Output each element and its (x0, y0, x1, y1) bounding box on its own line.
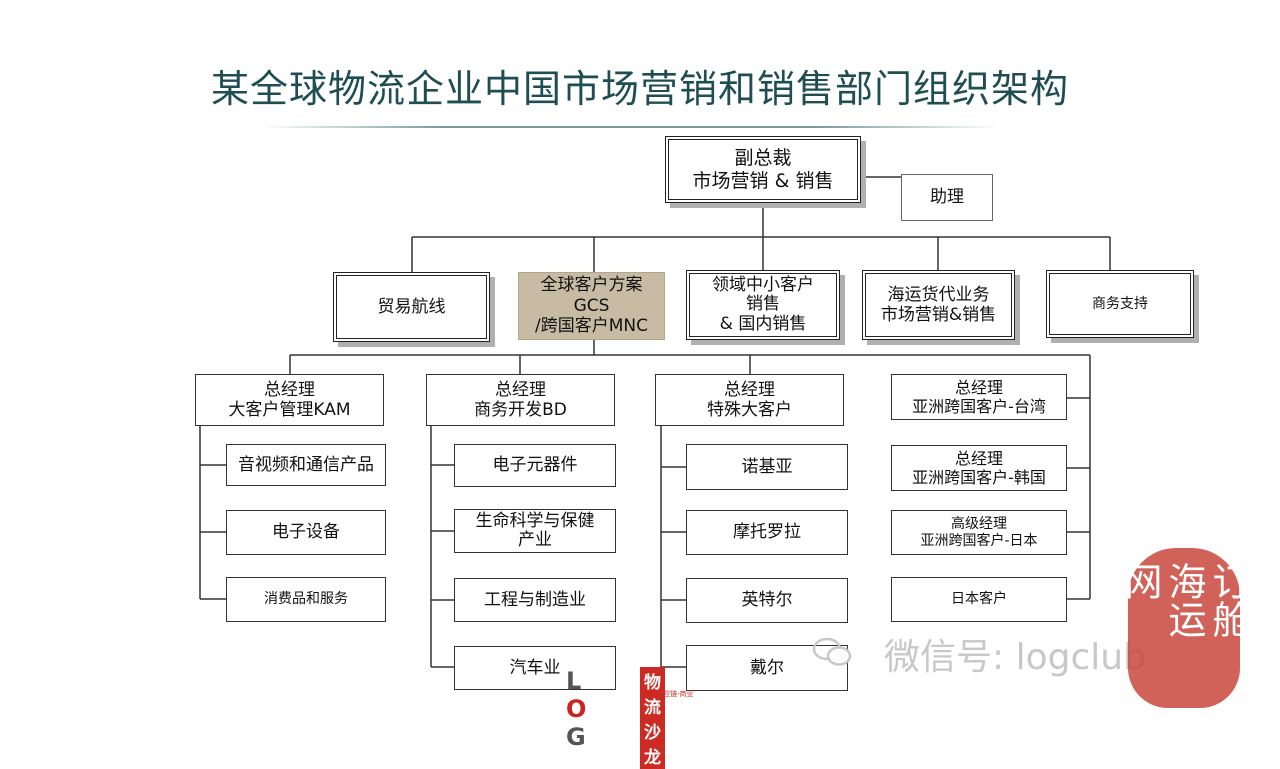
node-special-item: 摩托罗拉 (686, 510, 848, 555)
logo-tagline: 物流·供应链·商业 (640, 690, 694, 698)
node-kam-item-label: 电子设备 (272, 522, 340, 543)
node-gm-bd: 总经理 商务开发BD (426, 374, 615, 426)
node-asia-korea-line2: 亚洲跨国客户-韩国 (912, 468, 1046, 487)
node-special-item: 戴尔 (686, 645, 848, 691)
node-forwarding-line1: 海运货代业务 (887, 284, 990, 305)
node-gm-special-line2: 特殊大客户 (707, 400, 792, 420)
node-assistant-label: 助理 (930, 187, 964, 208)
logo-letter-l: L (566, 667, 583, 695)
node-asia-japan-line2: 亚洲跨国客户-日本 (920, 532, 1038, 549)
logo-cn-text: 物流沙龙 (640, 667, 665, 769)
logo-letter-o: O (566, 695, 588, 723)
seal-column: 海运 (1162, 562, 1206, 708)
node-asia-japan-line1: 高级经理 (951, 515, 1007, 532)
node-asia-taiwan-line2: 亚洲跨国客户-台湾 (912, 397, 1046, 416)
node-bd-item-label: 工程与制造业 (484, 589, 586, 610)
node-special-item-label: 诺基亚 (741, 456, 793, 477)
node-bd-item-label: 生命科学与保健产业 (475, 511, 595, 550)
page-title: 某全球物流企业中国市场营销和销售部门组织架构 (210, 67, 1069, 111)
node-kam-item-label: 消费品和服务 (264, 591, 348, 608)
wechat-id-watermark: 微信号: logclub (884, 637, 1146, 678)
node-gcs-line1: 全球客户方案GCS (540, 275, 643, 316)
node-gm-kam-line2: 大客户管理KAM (228, 400, 351, 420)
node-gcs-mnc: 全球客户方案GCS /跨国客户MNC (518, 272, 665, 340)
node-bd-item-label: 汽车业 (509, 657, 561, 678)
node-gcs-line2: /跨国客户MNC (535, 316, 648, 337)
node-gm-kam: 总经理 大客户管理KAM (195, 374, 384, 426)
node-asia-taiwan-line1: 总经理 (954, 377, 1003, 397)
title-divider (260, 126, 1000, 128)
node-bd-item: 汽车业 (454, 646, 616, 690)
seal-column: 网 (1118, 562, 1162, 708)
node-vp-line2: 市场营销 & 销售 (692, 169, 834, 192)
node-japan-customers-label: 日本客户 (951, 591, 1007, 608)
seal-text: 网 (1118, 562, 1162, 600)
node-sme-domestic: 领域中小客户 销售 & 国内销售 (686, 270, 840, 340)
node-trade-routes: 贸易航线 (333, 272, 490, 342)
node-special-item-label: 英特尔 (741, 590, 793, 611)
node-assistant: 助理 (901, 174, 993, 221)
node-kam-item: 音视频和通信产品 (226, 444, 386, 486)
node-gm-bd-line1: 总经理 (495, 379, 546, 400)
seal-text: 海运 (1162, 562, 1206, 638)
logo-letter-g: G (566, 723, 587, 751)
node-kam-item: 消费品和服务 (226, 577, 386, 622)
wechat-icon (812, 637, 852, 666)
node-japan-customers: 日本客户 (891, 577, 1067, 622)
seal-text: 订舱 (1206, 562, 1250, 638)
node-asia-korea-line1: 总经理 (954, 448, 1003, 468)
node-gm-special-line1: 总经理 (724, 379, 775, 400)
connector-lines (199, 176, 1111, 668)
node-asia-korea: 总经理 亚洲跨国客户-韩国 (891, 445, 1067, 491)
node-asia-taiwan: 总经理 亚洲跨国客户-台湾 (891, 374, 1067, 420)
node-vp-line1: 副总裁 (734, 146, 792, 169)
node-bd-item: 电子元器件 (454, 444, 616, 487)
node-bd-item: 生命科学与保健产业 (454, 509, 616, 553)
node-business-support: 商务支持 (1046, 270, 1194, 338)
node-kam-item: 电子设备 (226, 510, 386, 555)
node-special-item-label: 摩托罗拉 (733, 522, 801, 543)
seal-column: 订舱 (1206, 562, 1250, 708)
node-sme-line2: 销售 (746, 294, 780, 315)
node-bd-item: 工程与制造业 (454, 578, 616, 622)
node-vp-marketing-sales: 副总裁 市场营销 & 销售 (665, 136, 861, 203)
node-kam-item-label: 音视频和通信产品 (238, 454, 374, 475)
red-seal-stamp: 订舱 海运 网 (1118, 548, 1250, 708)
node-bd-item-label: 电子元器件 (492, 455, 578, 476)
node-trade-routes-label: 贸易航线 (377, 296, 446, 317)
node-special-item-label: 戴尔 (750, 657, 784, 678)
node-asia-japan: 高级经理 亚洲跨国客户-日本 (891, 510, 1067, 555)
node-gm-bd-line2: 商务开发BD (474, 400, 567, 420)
node-gm-kam-line1: 总经理 (264, 379, 315, 400)
node-forwarding-line2: 市场营销&销售 (880, 305, 997, 325)
node-special-item: 英特尔 (686, 578, 848, 623)
node-sea-forwarding: 海运货代业务 市场营销&销售 (862, 270, 1015, 340)
node-special-item: 诺基亚 (686, 444, 848, 490)
node-gm-special: 总经理 特殊大客户 (655, 374, 844, 426)
node-sme-line1: 领域中小客户 (712, 275, 814, 296)
node-business-support-label: 商务支持 (1092, 295, 1148, 312)
node-sme-line3: & 国内销售 (719, 313, 807, 334)
